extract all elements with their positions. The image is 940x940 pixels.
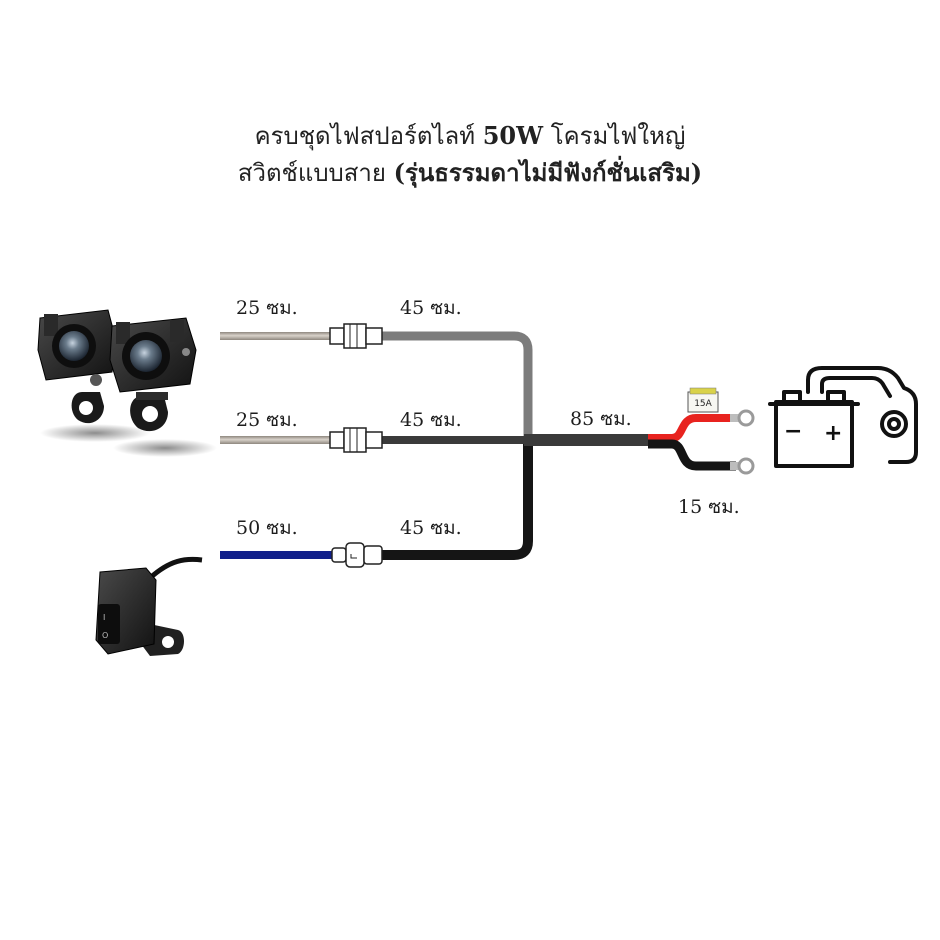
svg-text:O: O — [102, 631, 108, 640]
label-switch-cable: 50 ซม. — [236, 517, 298, 539]
switch-cable — [220, 551, 334, 559]
label-middle-harness: 45 ซม. — [400, 409, 462, 431]
spotlight-pair-image — [37, 309, 217, 457]
ring-terminal-negative — [730, 457, 755, 475]
connector-top — [329, 323, 383, 349]
spotlight-right — [109, 317, 197, 432]
svg-text:I: I — [103, 613, 105, 622]
title-line-1-text: ครบชุดไฟสปอร์ตไลท์ — [254, 122, 476, 150]
title-line-2: สวิตช์แบบสาย (รุ่นธรรมดาไม่มีฟังก์ชั่นเส… — [0, 153, 940, 192]
title-line-2-text: สวิตช์แบบสาย — [237, 159, 386, 187]
label-bottom-harness: 45 ซม. — [400, 517, 462, 539]
title-line-2-note: (รุ่นธรรมดาไม่มีฟังก์ชั่นเสริม) — [393, 158, 703, 187]
red-battery-lead — [648, 414, 736, 442]
label-top-lamp-cable: 25 ซม. — [236, 297, 298, 319]
lamp-cable-middle — [220, 436, 332, 444]
black-battery-lead — [648, 439, 736, 471]
label-battery-lead: 15 ซม. — [678, 496, 740, 518]
battery-minus-sign: − — [784, 419, 802, 444]
main-cable — [524, 434, 650, 446]
wires — [220, 331, 755, 560]
title-power-rating: 50W — [482, 121, 544, 150]
spotlight-left — [37, 309, 117, 424]
battery-car-icon — [768, 366, 918, 468]
label-middle-lamp-cable: 25 ซม. — [236, 409, 298, 431]
harness-middle-run — [380, 436, 530, 444]
connector-bottom — [331, 542, 383, 568]
title-line-1-suffix: โครมไฟใหญ่ — [550, 122, 686, 150]
ring-terminal-positive — [730, 409, 755, 427]
label-top-harness: 45 ซม. — [400, 297, 462, 319]
fuse-rating: 15A — [694, 399, 712, 409]
title-line-1: ครบชุดไฟสปอร์ตไลท์ 50W โครมไฟใหญ่ — [0, 116, 940, 155]
switch-image: I O — [95, 556, 203, 656]
battery-plus-sign: + — [824, 421, 842, 446]
harness-top-run — [380, 331, 533, 440]
lamp-cable-top — [220, 332, 332, 340]
harness-bottom-run — [380, 440, 533, 560]
connector-middle — [329, 427, 383, 453]
label-main-cable: 85 ซม. — [570, 408, 632, 430]
fuse-holder — [687, 387, 719, 413]
